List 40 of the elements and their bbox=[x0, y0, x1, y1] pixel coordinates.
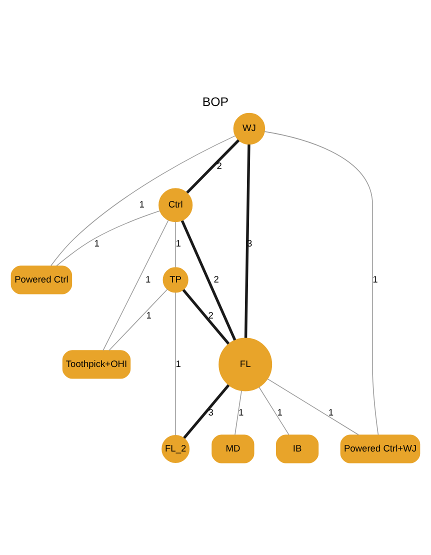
connector bbox=[175, 220, 176, 268]
connector bbox=[258, 386, 290, 435]
connector bbox=[267, 378, 359, 435]
node-box: IB bbox=[276, 434, 319, 463]
node-box: Powered Ctrl bbox=[10, 265, 72, 294]
node-circle: Ctrl bbox=[158, 188, 193, 222]
connector bbox=[175, 292, 176, 436]
connector bbox=[50, 134, 236, 266]
node-circle: FL bbox=[218, 337, 272, 391]
edge-label: 1 bbox=[238, 406, 244, 417]
edge-label: 3 bbox=[208, 406, 214, 417]
node-circle: TP bbox=[162, 266, 188, 292]
edge-label: 2 bbox=[216, 160, 222, 170]
node-box: Powered Ctrl+WJ bbox=[340, 434, 420, 463]
connector bbox=[244, 144, 250, 338]
connector bbox=[180, 220, 236, 340]
connector bbox=[102, 219, 169, 350]
connector bbox=[186, 138, 240, 194]
edge-label: 1 bbox=[372, 274, 378, 284]
edge-label: 1 bbox=[176, 238, 181, 248]
connector bbox=[182, 288, 230, 344]
edge-label: 2 bbox=[208, 310, 214, 320]
connector bbox=[183, 384, 230, 438]
edge-label: 1 bbox=[328, 406, 334, 417]
connector bbox=[234, 390, 242, 435]
node-circle: FL_2 bbox=[162, 434, 190, 462]
diagram-title: BOP bbox=[202, 94, 229, 109]
connector bbox=[264, 130, 379, 435]
edge-label: 2 bbox=[214, 274, 219, 284]
edge-label: 1 bbox=[176, 358, 181, 368]
edge-label: 1 bbox=[139, 199, 144, 210]
edge-label: 1 bbox=[145, 274, 151, 284]
node-box: Toothpick+OHI bbox=[62, 350, 131, 378]
connector bbox=[108, 288, 168, 350]
edge-label: 1 bbox=[94, 238, 100, 248]
connector bbox=[56, 210, 160, 266]
node-box: MD bbox=[212, 434, 254, 463]
node-circle: WJ bbox=[233, 112, 266, 144]
edge-label: 1 bbox=[146, 310, 152, 320]
edge-label: 1 bbox=[277, 406, 282, 417]
